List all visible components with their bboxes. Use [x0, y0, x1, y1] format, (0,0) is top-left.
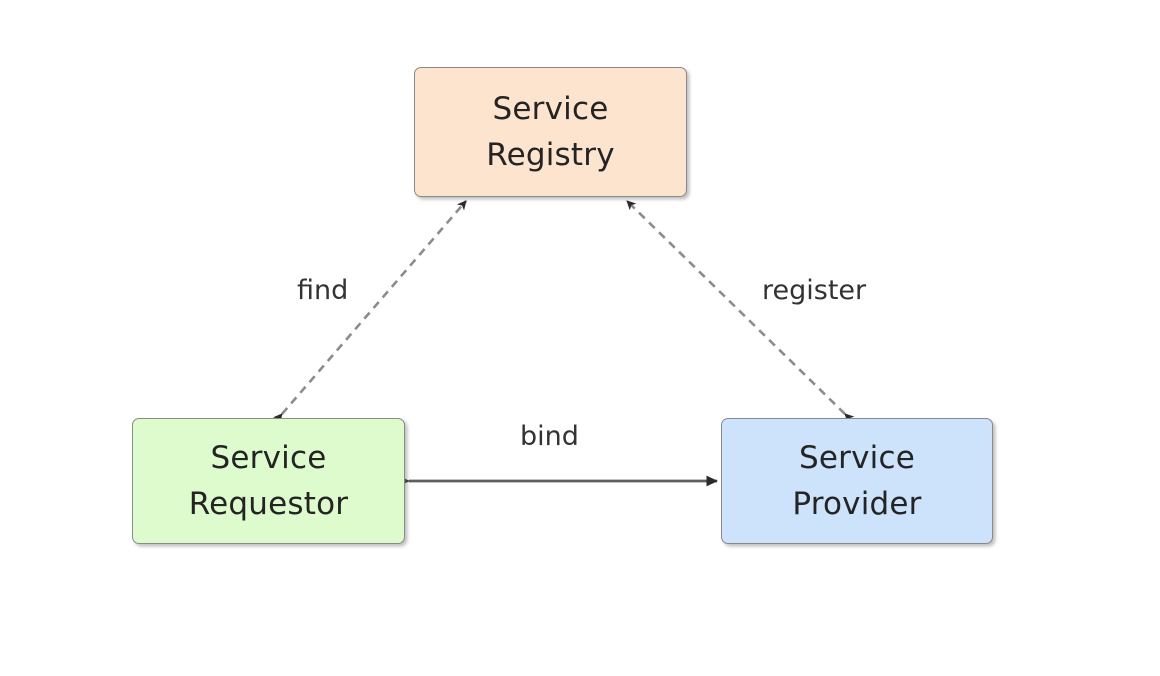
edge-label-register: register: [757, 275, 872, 306]
edge-label-find: find: [292, 275, 354, 306]
node-service-provider[interactable]: Service Provider: [721, 418, 993, 544]
edge-label-bind: bind: [515, 421, 584, 452]
node-service-registry-label: Service Registry: [486, 90, 615, 174]
edge-register-line: [626, 200, 855, 424]
edge-find-line: [272, 200, 467, 424]
node-service-requestor-label: Service Requestor: [188, 439, 349, 523]
node-service-requestor[interactable]: Service Requestor: [132, 418, 405, 544]
node-service-provider-label: Service Provider: [792, 439, 922, 523]
node-service-registry[interactable]: Service Registry: [414, 67, 687, 197]
